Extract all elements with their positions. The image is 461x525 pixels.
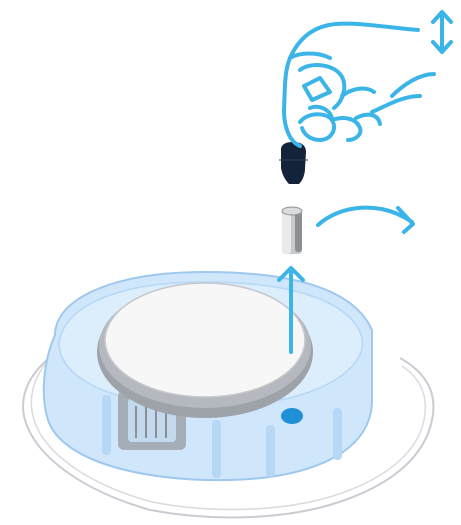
hand-icon [284, 24, 434, 146]
lid [97, 283, 313, 418]
reset-button [281, 408, 303, 424]
up-down-arrow-icon [433, 12, 451, 52]
curved-right-arrow-icon [318, 208, 413, 232]
cylinder-part [282, 207, 302, 254]
cap-part [279, 142, 308, 184]
